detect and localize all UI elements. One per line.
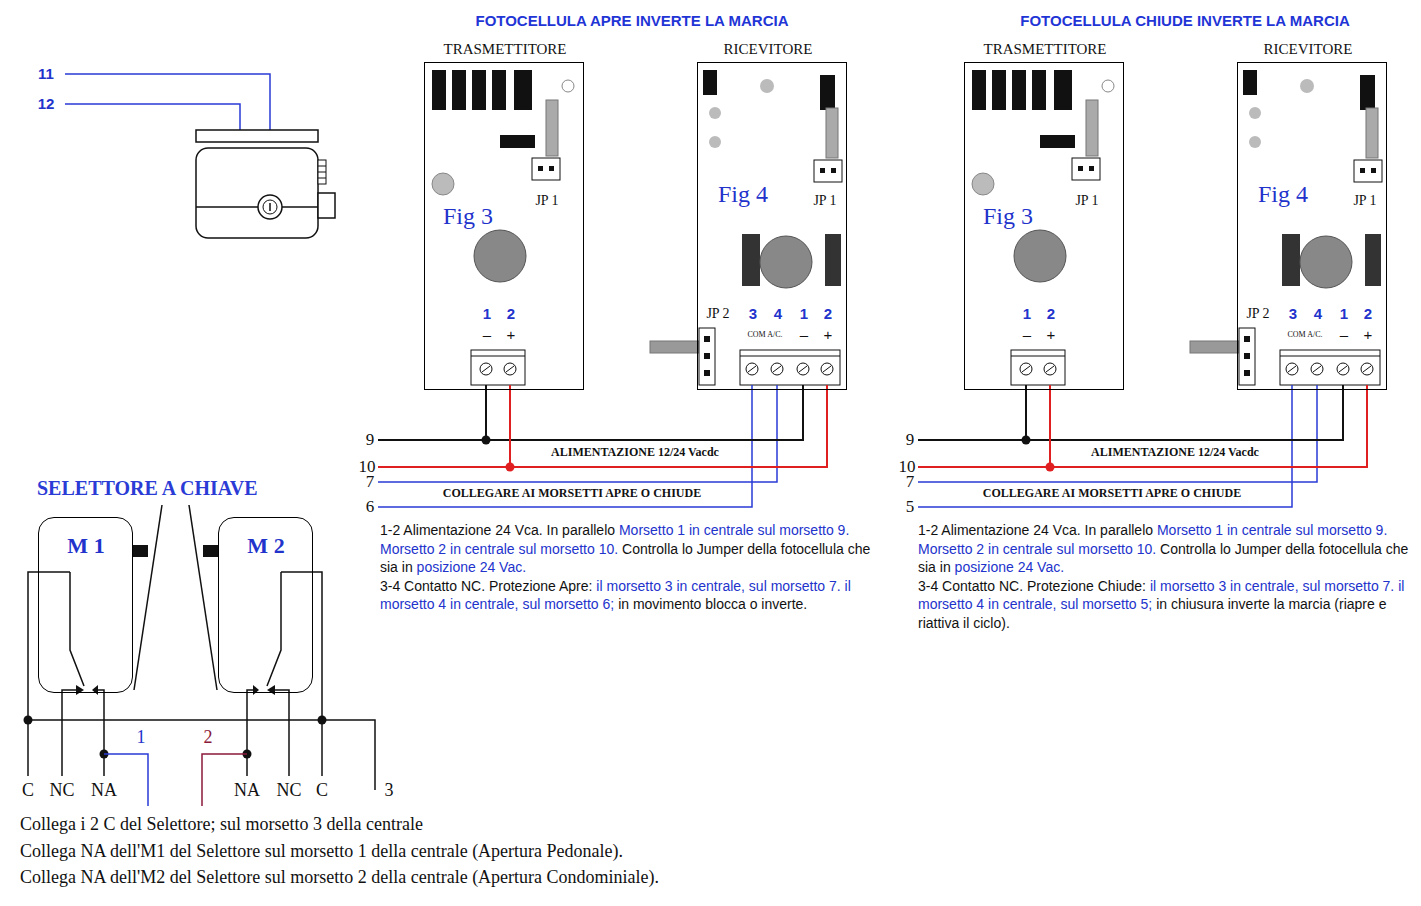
note-text: 1-2 Alimentazione 24 Vca. In parallelo	[380, 522, 615, 538]
board-label: JP 2	[1246, 306, 1269, 321]
board-label: –	[483, 327, 491, 344]
board-label: M 1	[67, 534, 104, 558]
wire-label: ALIMENTAZIONE 12/24 Vacdc	[549, 446, 721, 459]
contact-label: NC	[49, 781, 74, 801]
terminal-number: 6	[366, 498, 375, 517]
board-label: JP 1	[813, 193, 836, 208]
wire-label: ALIMENTAZIONE 12/24 Vacdc	[1089, 446, 1261, 459]
board-label: +	[1047, 327, 1056, 344]
board-label: 4	[1314, 306, 1322, 323]
instruction-note: Collega i 2 C del Selettore; sul morsett…	[20, 815, 423, 835]
note-paragraph: 1-2 Alimentazione 24 Vca. In paralleloMo…	[918, 521, 1413, 632]
wire-label: COLLEGARE AI MORSETTI APRE O CHIUDE	[981, 487, 1243, 500]
contact-label: C	[316, 781, 328, 801]
common-wire	[28, 572, 322, 720]
board-label: JP 1	[1075, 193, 1098, 208]
terminal-number: 5	[906, 498, 915, 517]
board-label: –	[1340, 327, 1348, 344]
board-label: M 2	[247, 534, 284, 558]
board-label: COM A/C.	[1287, 331, 1322, 340]
board-title: TRASMETTITORE	[443, 41, 566, 58]
board-label: JP 1	[535, 193, 558, 208]
board-label: 2	[507, 306, 515, 323]
board-label: 3	[749, 306, 757, 323]
receiver-board: RICEVITOREFig 4JP 1JP 23412COM A/C.–+	[697, 62, 847, 390]
board-label: 3	[1289, 306, 1297, 323]
note-text: posizione 24 Vac.	[417, 559, 526, 575]
receiver-board: RICEVITOREFig 4JP 1JP 23412COM A/C.–+	[1237, 62, 1387, 390]
transmitter-board: TRASMETTITOREFig 3JP 112–+	[424, 62, 584, 390]
board-title: TRASMETTITORE	[983, 41, 1106, 58]
power-wire	[486, 389, 803, 440]
contact-label: NA	[91, 781, 117, 801]
note-text: 3-4 Contatto NC. Protezione Chiude:	[918, 578, 1146, 594]
board-label: JP 1	[1353, 193, 1376, 208]
instruction-note: Collega NA dell'M2 del Selettore sul mor…	[20, 868, 659, 888]
terminal-number: 3	[385, 781, 394, 801]
board-label: COM A/C.	[747, 331, 782, 340]
note-text: 1-2 Alimentazione 24 Vca. In parallelo	[918, 522, 1153, 538]
contact-label: C	[22, 781, 34, 801]
board-label: Fig 3	[983, 203, 1033, 229]
board-label: 2	[824, 306, 832, 323]
board-label: 1	[483, 306, 491, 323]
board-label: Fig 4	[718, 181, 768, 207]
switch-module: M 1	[38, 517, 133, 693]
contact-label: NC	[276, 781, 301, 801]
board-label: JP 2	[706, 306, 729, 321]
board-label: +	[824, 327, 833, 344]
note-text: in movimento blocca o inverte.	[618, 596, 807, 612]
switch-module: M 2	[218, 517, 313, 693]
key-wire-number: 11	[38, 66, 54, 83]
note-paragraph: 1-2 Alimentazione 24 Vca. In paralleloMo…	[380, 521, 880, 614]
terminal-number: 9	[906, 431, 915, 450]
board-label: 1	[800, 306, 808, 323]
transmitter-board: TRASMETTITOREFig 3JP 112–+	[964, 62, 1124, 390]
board-label: +	[507, 327, 516, 344]
board-label: Fig 4	[1258, 181, 1308, 207]
wire-number: 2	[204, 728, 213, 748]
board-label: 1	[1340, 306, 1348, 323]
wire-label: COLLEGARE AI MORSETTI APRE O CHIUDE	[441, 487, 703, 500]
power-wire	[510, 389, 827, 467]
board-label: 1	[1023, 306, 1031, 323]
board-label: 2	[1364, 306, 1372, 323]
board-label: 4	[774, 306, 782, 323]
board-label: 2	[1047, 306, 1055, 323]
board-label: Fig 3	[443, 203, 493, 229]
wire-number: 1	[137, 728, 146, 748]
section-heading: FOTOCELLULA APRE INVERTE LA MARCIA	[475, 13, 788, 30]
note-text: 3-4 Contatto NC. Protezione Apre:	[380, 578, 592, 594]
note-text: posizione 24 Vac.	[955, 559, 1064, 575]
board-label: +	[1364, 327, 1373, 344]
section-heading: FOTOCELLULA CHIUDE INVERTE LA MARCIA	[1020, 13, 1349, 30]
board-title: RICEVITORE	[724, 41, 813, 58]
instruction-note: Collega NA dell'M1 del Selettore sul mor…	[20, 842, 623, 862]
board-label: –	[1023, 327, 1031, 344]
board-title: RICEVITORE	[1264, 41, 1353, 58]
terminal-number: 7	[366, 473, 375, 492]
terminal-number: 7	[906, 473, 915, 492]
power-wire	[1050, 389, 1367, 467]
selector-title: SELETTORE A CHIAVE	[37, 477, 257, 499]
key-wire-number: 12	[38, 96, 55, 113]
terminal-number: 9	[366, 431, 375, 450]
power-wire	[1026, 389, 1343, 440]
board-label: –	[800, 327, 808, 344]
contact-label: NA	[234, 781, 260, 801]
